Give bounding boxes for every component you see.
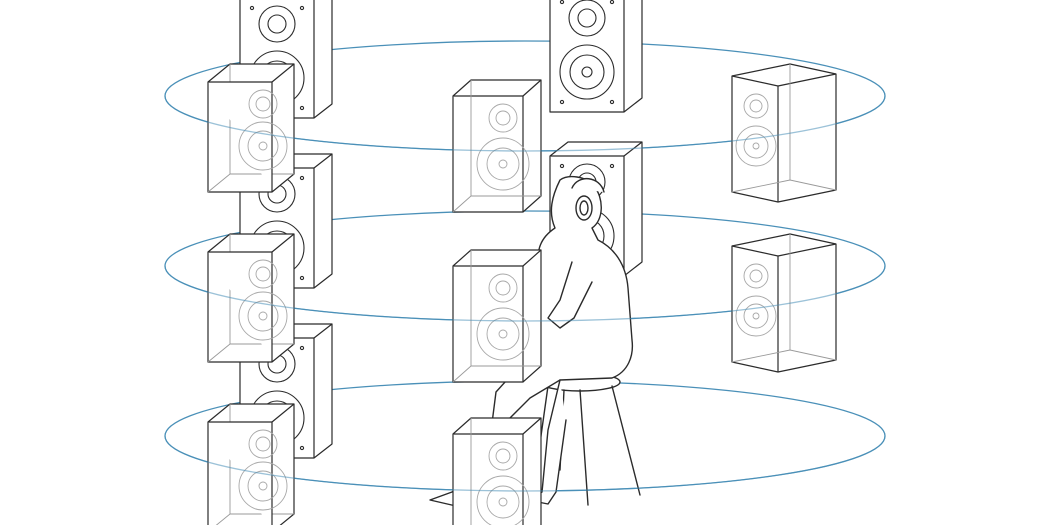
speaker-center-back-top <box>549 0 643 113</box>
speaker-stack-center-front <box>452 79 542 525</box>
speaker-left-front-middle <box>207 233 295 363</box>
speaker-stack-right <box>731 63 837 373</box>
speaker-center-front-top <box>452 79 542 213</box>
speaker-center-front-bottom <box>452 417 542 525</box>
ring-middle-front <box>164 265 886 322</box>
speaker-left-front-bottom <box>207 403 295 525</box>
speaker-center-front-middle <box>452 249 542 383</box>
listener-body <box>429 175 634 507</box>
speaker-right-top <box>731 63 837 203</box>
speaker-top-center-back <box>549 0 643 113</box>
ring-bottom-front <box>164 435 886 492</box>
speaker-right-middle <box>731 233 837 373</box>
speaker-left-front-top <box>207 63 295 193</box>
ring-front-arcs <box>164 95 886 492</box>
speaker-stack-left-front <box>207 63 295 525</box>
headphones-icon <box>571 178 605 221</box>
listener-arm <box>547 261 593 329</box>
ring-top-front <box>164 95 886 152</box>
